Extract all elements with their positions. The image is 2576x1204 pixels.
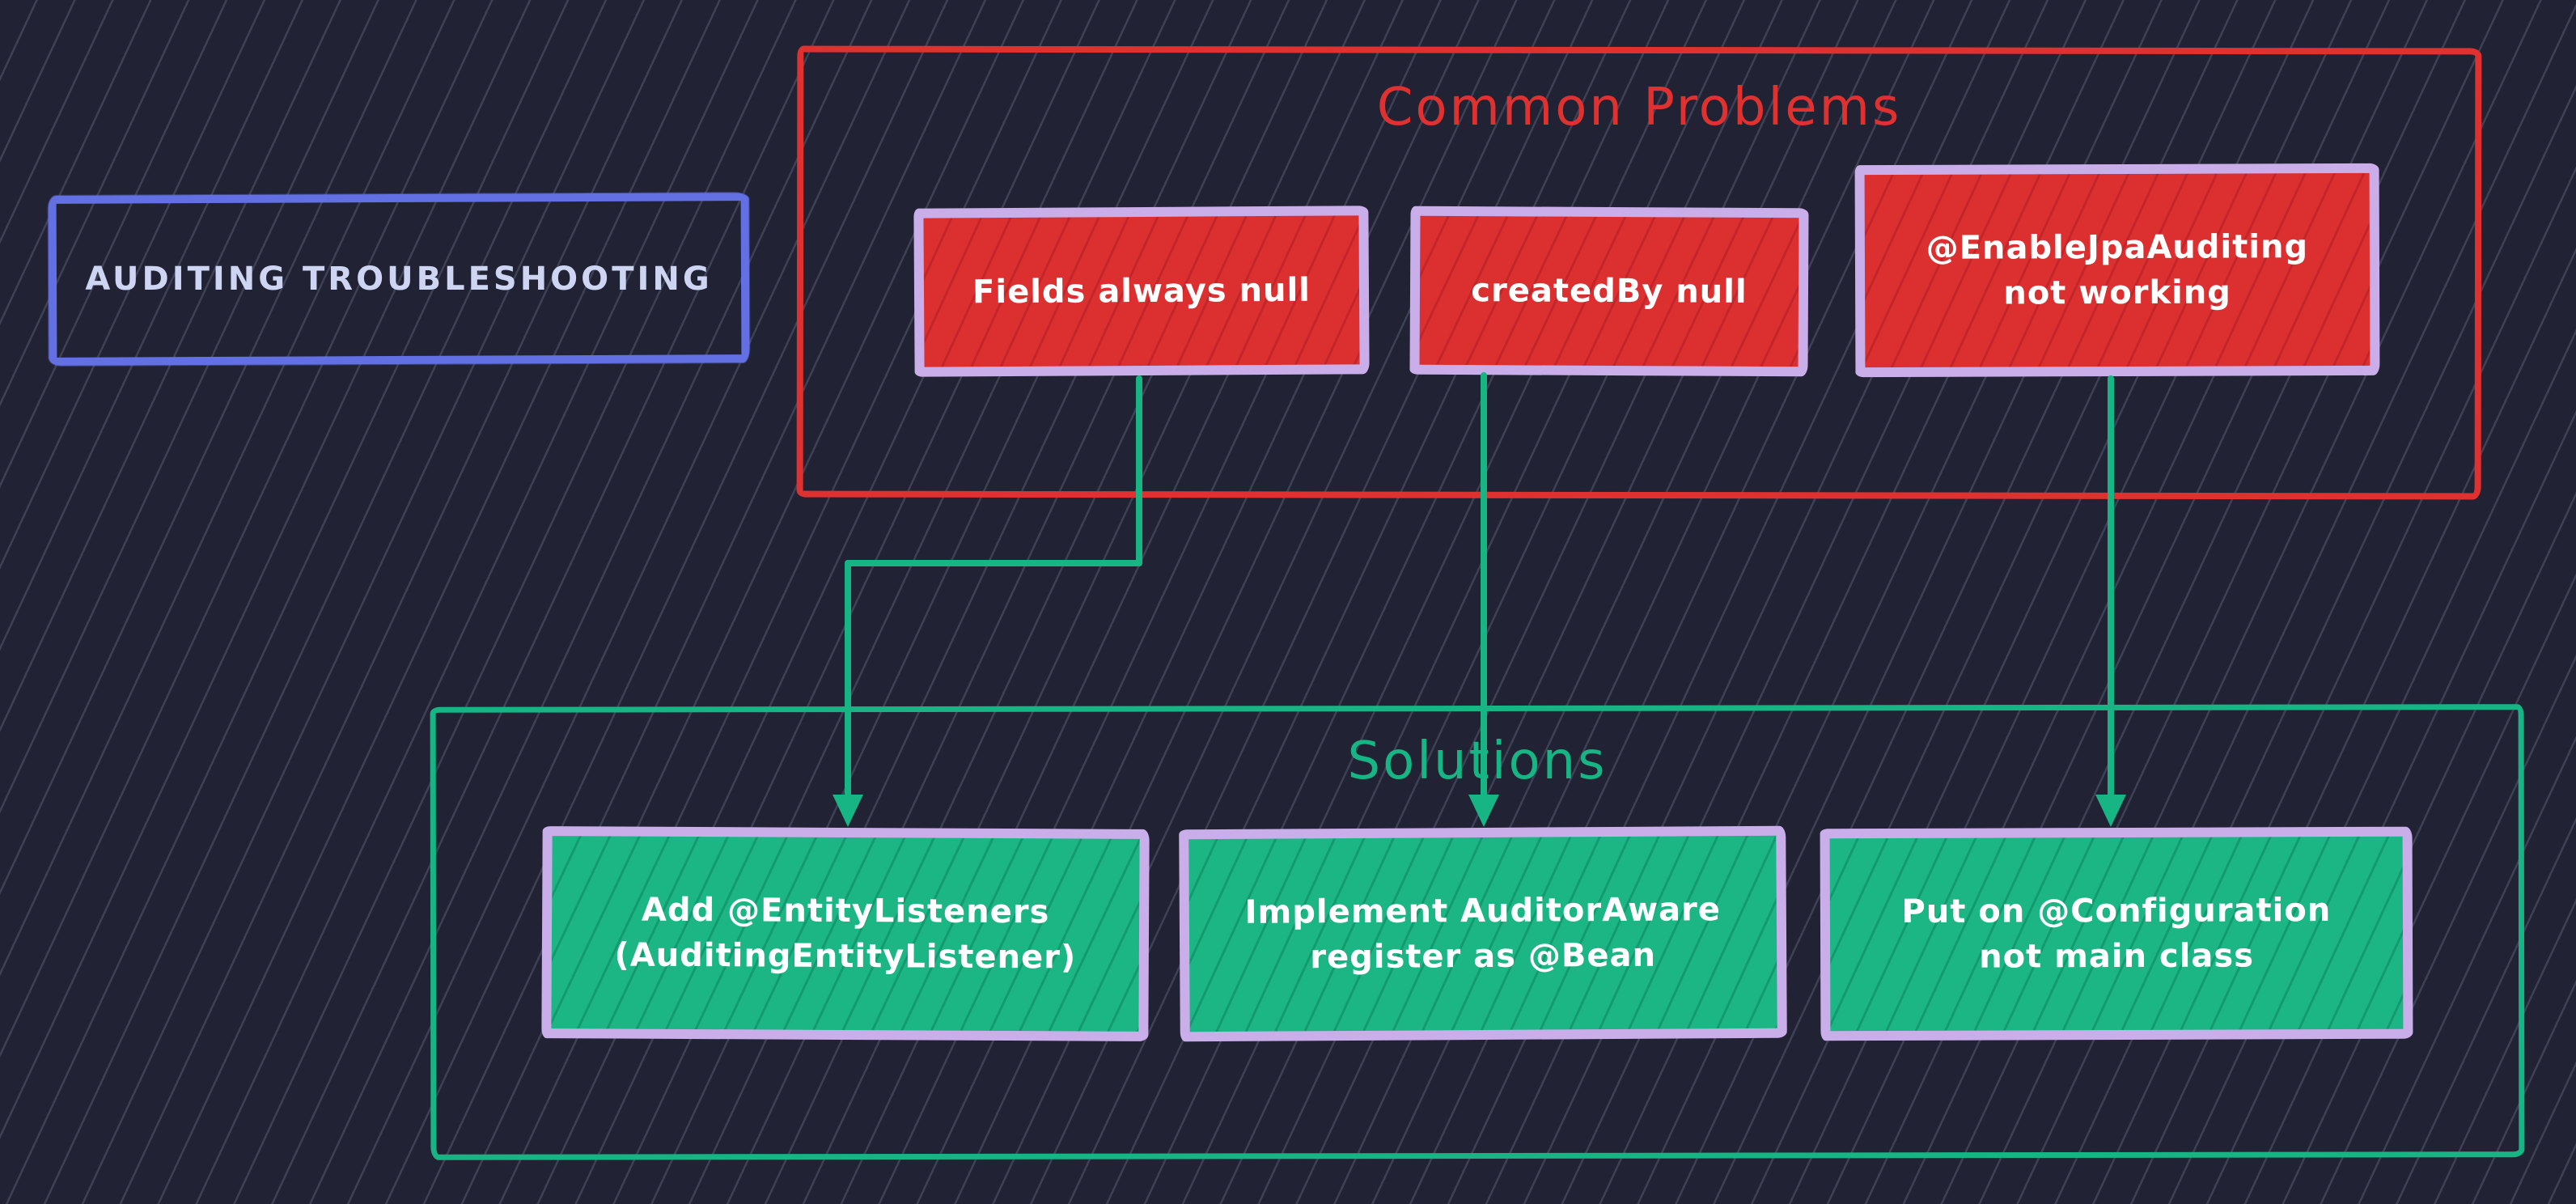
solution-node-put-on-configuration[interactable]: Put on @Configuration not main class — [1820, 826, 2413, 1041]
solution-node-add-entitylisteners[interactable]: Add @EntityListeners (AuditingEntityList… — [541, 826, 1150, 1041]
solution-node-implement-auditoraware[interactable]: Implement AuditorAware register as @Bean — [1179, 825, 1787, 1042]
arrowhead-down-icon — [2095, 795, 2126, 827]
arrow-segment — [845, 560, 851, 798]
auditing-troubleshooting-label: AUDITING TROUBLESHOOTING — [85, 261, 713, 298]
problem-label: @EnableJpaAuditing not working — [1926, 228, 2309, 312]
solution-label: Implement AuditorAware register as @Bean — [1244, 891, 1722, 977]
arrow-segment — [1481, 372, 1487, 798]
common-problems-title: Common Problems — [1376, 78, 1902, 138]
problem-node-enablejpaauditing[interactable]: @EnableJpaAuditing not working — [1854, 163, 2380, 378]
problem-node-createdby-null[interactable]: createdBy null — [1409, 206, 1809, 377]
problem-label: createdBy null — [1471, 272, 1748, 311]
arrowhead-down-icon — [833, 795, 863, 827]
arrowhead-down-icon — [1468, 795, 1499, 827]
problem-node-fields-always-null[interactable]: Fields always null — [913, 206, 1370, 377]
solutions-title: Solutions — [1347, 731, 1608, 791]
arrow-segment — [845, 560, 1142, 566]
problem-label: Fields always null — [972, 271, 1311, 312]
arrow-segment — [2108, 375, 2114, 798]
solution-label: Put on @Configuration not main class — [1901, 892, 2332, 976]
arrow-segment — [1136, 375, 1142, 566]
solution-label: Add @EntityListeners (AuditingEntityList… — [614, 891, 1077, 977]
